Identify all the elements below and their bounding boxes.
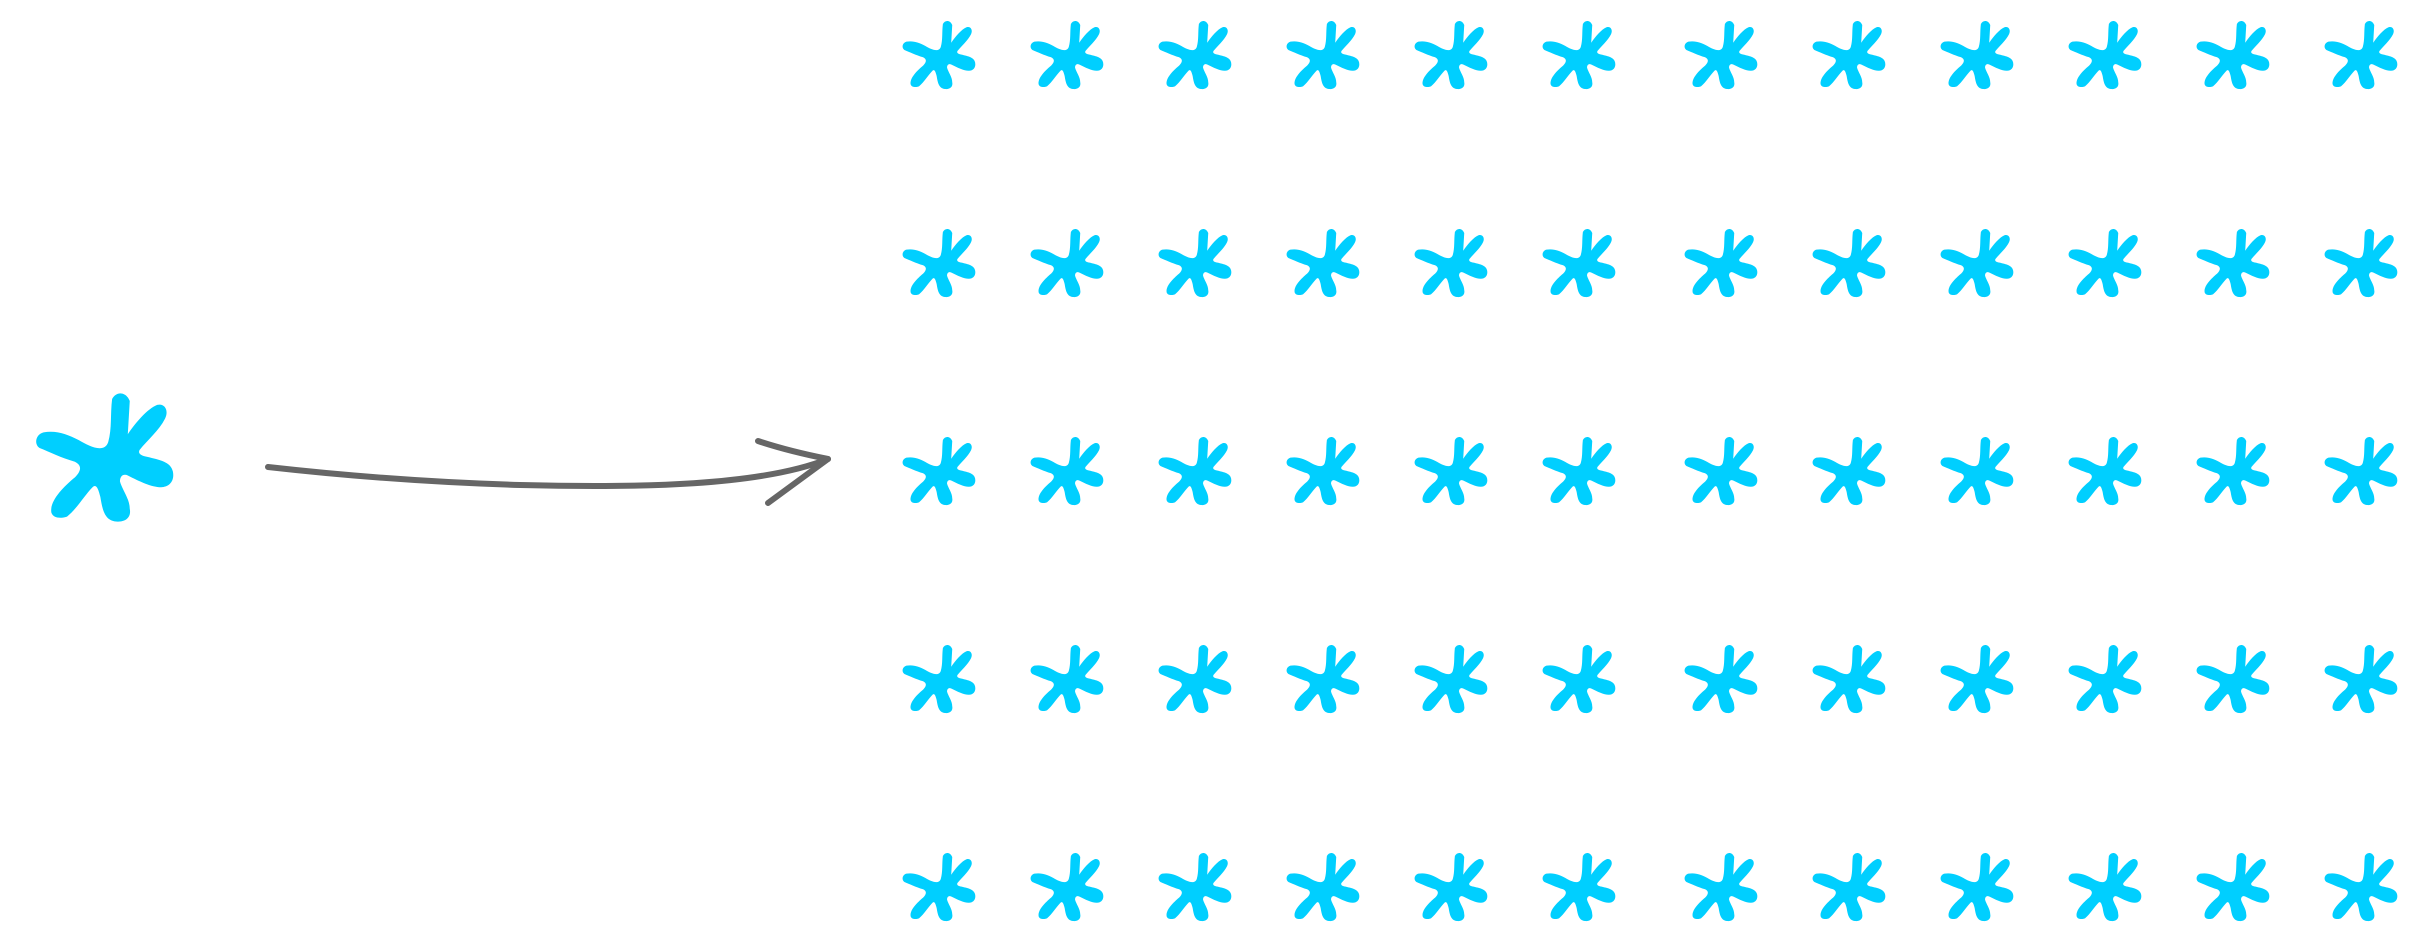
asterisk-icon [1158, 20, 1232, 90]
asterisk-icon [2068, 644, 2142, 714]
arrow-shaft [265, 456, 831, 490]
asterisk-icon [902, 644, 976, 714]
asterisk-icon [902, 436, 976, 506]
asterisk-icon [1542, 644, 1616, 714]
asterisk-icon [1940, 852, 2014, 922]
asterisk-icon [1414, 852, 1488, 922]
asterisk-icon [1030, 436, 1104, 506]
asterisk-icon [2196, 852, 2270, 922]
asterisk-icon [1684, 852, 1758, 922]
asterisk-icon [2324, 436, 2398, 506]
asterisk-grid [902, 20, 2398, 922]
asterisk-icon [1542, 852, 1616, 922]
asterisk-icon [1158, 228, 1232, 298]
asterisk-icon [902, 852, 976, 922]
asterisk-icon [2068, 852, 2142, 922]
asterisk-icon [1812, 228, 1886, 298]
asterisk-icon [2196, 228, 2270, 298]
asterisk-icon [1030, 20, 1104, 90]
asterisk-icon [1542, 20, 1616, 90]
asterisk-icon [1286, 436, 1360, 506]
asterisk-icon [2324, 644, 2398, 714]
asterisk-icon [2196, 644, 2270, 714]
asterisk-icon [1030, 644, 1104, 714]
asterisk-icon [1940, 644, 2014, 714]
asterisk-icon [1158, 644, 1232, 714]
asterisk-icon [1940, 20, 2014, 90]
asterisk-icon [2068, 20, 2142, 90]
asterisk-icon [1812, 20, 1886, 90]
asterisk-icon [1812, 644, 1886, 714]
asterisk-icon [1812, 436, 1886, 506]
asterisk-icon [2068, 228, 2142, 298]
asterisk-icon [902, 20, 976, 90]
asterisk-icon [1286, 20, 1360, 90]
asterisk-icon [1286, 644, 1360, 714]
asterisk-icon [36, 393, 174, 522]
asterisk-icon [1286, 852, 1360, 922]
asterisk-icon [1414, 228, 1488, 298]
asterisk-icon [1542, 228, 1616, 298]
asterisk-icon [1940, 228, 2014, 298]
asterisk-icon [1286, 228, 1360, 298]
asterisk-icon [1030, 852, 1104, 922]
asterisk-icon [902, 228, 976, 298]
arrow-head [755, 438, 831, 506]
asterisk-icon [1684, 644, 1758, 714]
arrow-right-icon [265, 438, 831, 506]
asterisk-icon [2324, 20, 2398, 90]
asterisk-icon [1414, 436, 1488, 506]
asterisk-icon [1812, 852, 1886, 922]
source-asterisk-icon [36, 393, 174, 522]
asterisk-icon [2068, 436, 2142, 506]
asterisk-icon [1158, 852, 1232, 922]
asterisk-icon [1684, 20, 1758, 90]
asterisk-icon [1940, 436, 2014, 506]
asterisk-icon [1414, 20, 1488, 90]
asterisk-icon [2324, 852, 2398, 922]
asterisk-icon [2324, 228, 2398, 298]
asterisk-icon [1414, 644, 1488, 714]
asterisk-icon [2196, 436, 2270, 506]
asterisk-icon [1684, 436, 1758, 506]
asterisk-icon [1030, 228, 1104, 298]
asterisk-icon [2196, 20, 2270, 90]
asterisk-icon [1542, 436, 1616, 506]
asterisk-icon [1684, 228, 1758, 298]
asterisk-icon [1158, 436, 1232, 506]
